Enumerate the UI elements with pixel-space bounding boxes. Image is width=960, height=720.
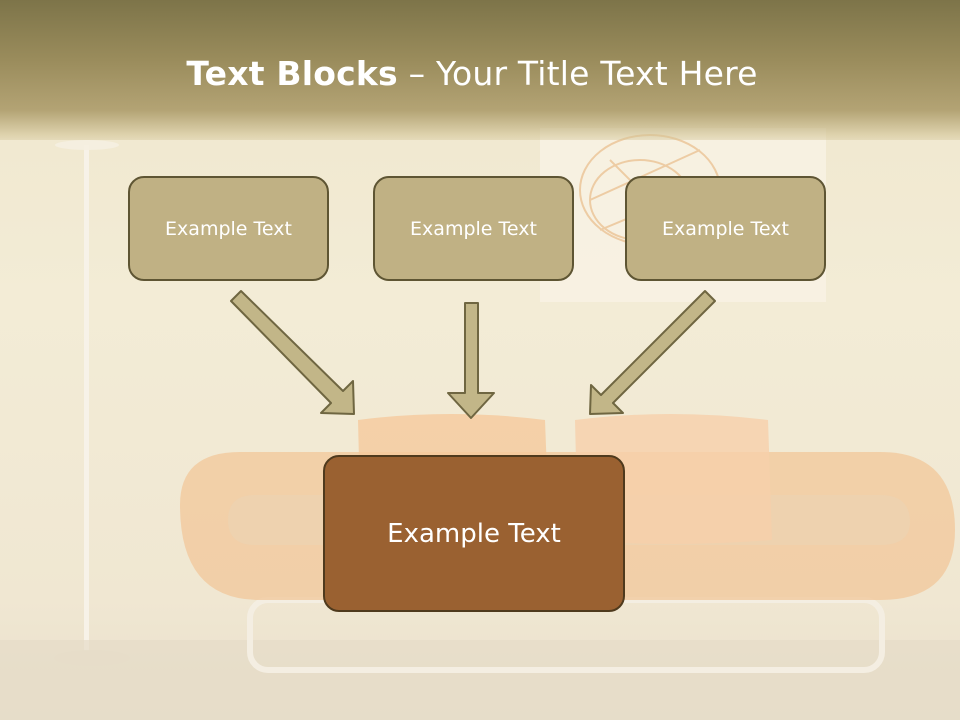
title-rest: Your Title Text Here: [435, 54, 758, 93]
arrow-right: [589, 290, 716, 415]
main-text-block[interactable]: Example Text: [323, 455, 625, 612]
text-block-2-label: Example Text: [410, 217, 537, 240]
header-band: [0, 0, 960, 140]
text-block-3[interactable]: Example Text: [625, 176, 826, 281]
text-block-1[interactable]: Example Text: [128, 176, 329, 281]
slide-title: Text Blocks – Your Title Text Here: [0, 54, 944, 93]
arrow-center: [447, 302, 495, 419]
title-bold: Text Blocks: [186, 54, 398, 93]
text-block-3-label: Example Text: [662, 217, 789, 240]
main-text-block-label: Example Text: [387, 518, 561, 549]
text-block-2[interactable]: Example Text: [373, 176, 574, 281]
arrow-left: [230, 290, 355, 415]
title-dash: –: [397, 54, 436, 93]
text-block-1-label: Example Text: [165, 217, 292, 240]
